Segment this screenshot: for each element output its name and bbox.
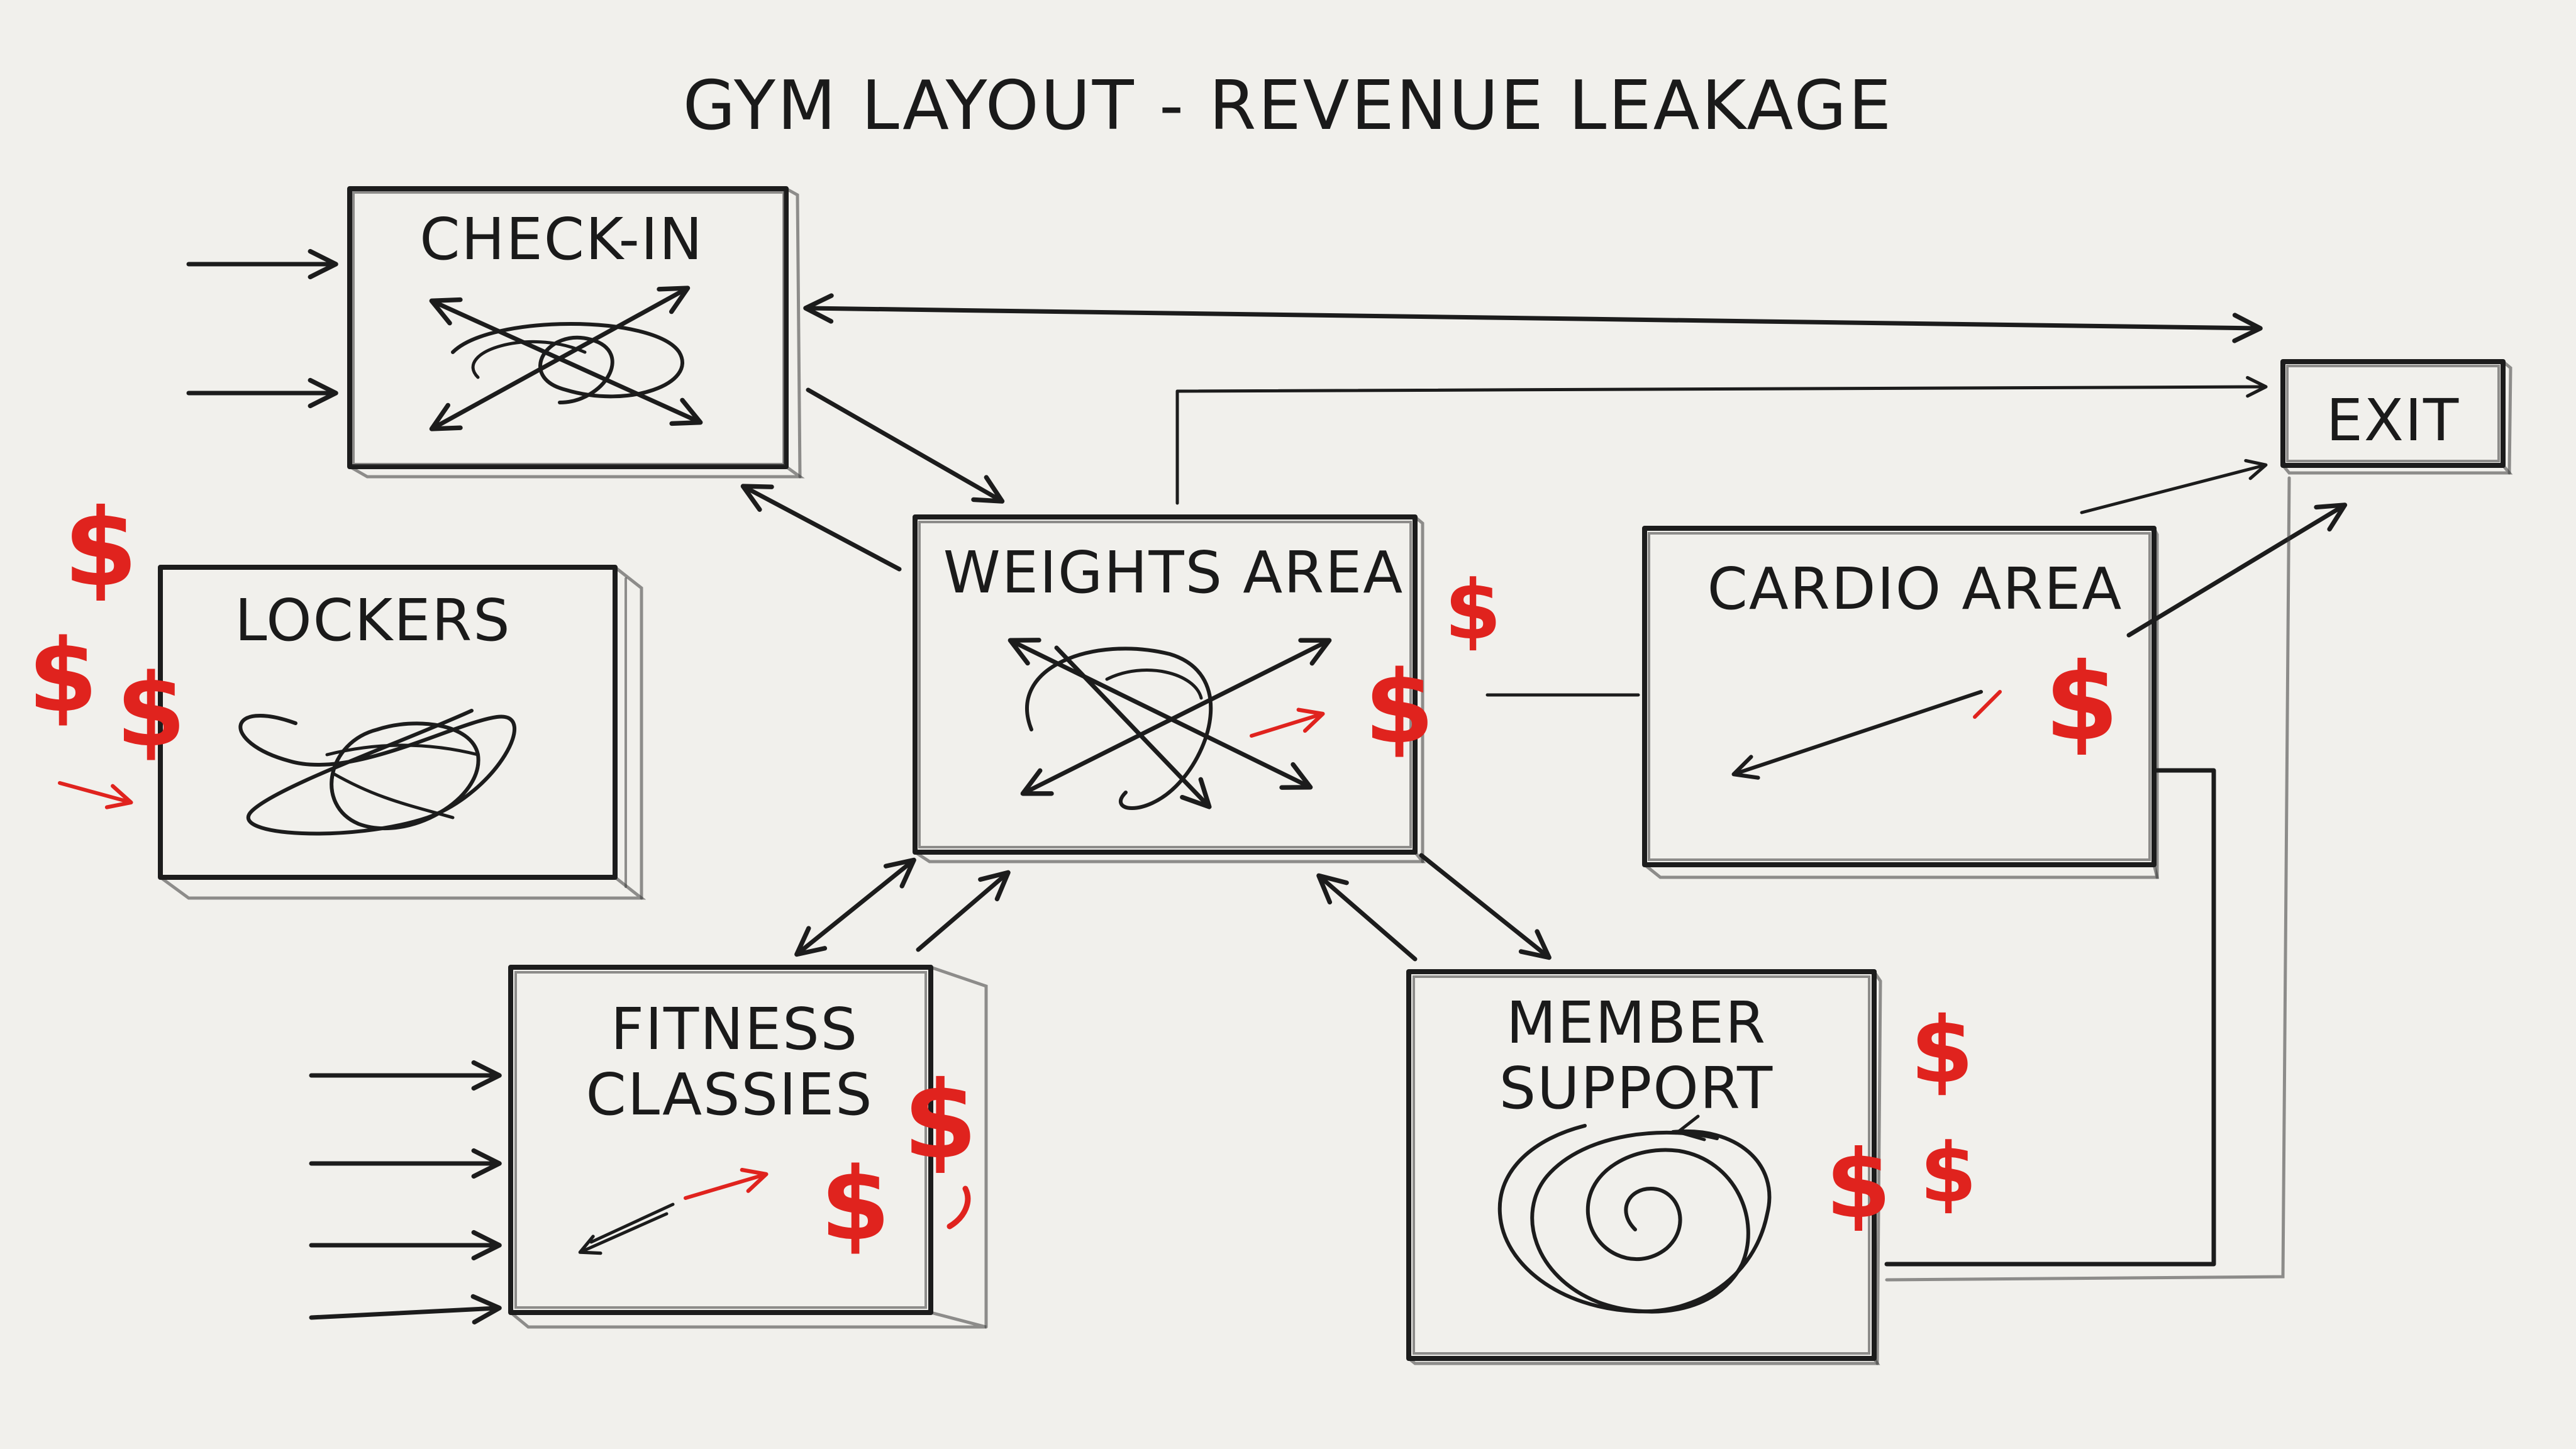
member-support-spiral-scribble	[1497, 1114, 1772, 1314]
check-in-to-weights-arrow	[806, 387, 1005, 504]
weights-area-box: WEIGHTS AREA	[913, 514, 1426, 863]
cardio-area-box: CARDIO AREA	[1642, 526, 2160, 879]
leak-dollar: $	[1364, 648, 1434, 766]
lockers-label: LOCKERS	[235, 587, 511, 654]
leak-dollar: $	[28, 617, 97, 735]
flow-arrows	[58, 248, 2348, 1324]
leak-dollar: $	[1911, 997, 1974, 1104]
leak-dollar: $	[820, 1145, 890, 1263]
weights-to-support-arrow	[1419, 853, 1552, 960]
member-support-box: MEMBER SUPPORT	[1406, 969, 1882, 1365]
weights-to-exit-line	[1175, 375, 2268, 505]
exit-box: EXIT	[2280, 359, 2513, 475]
cardio-area-label: CARDIO AREA	[1707, 555, 2123, 623]
fitness-classes-label-line1: FITNESS	[611, 996, 858, 1063]
leak-dollar: $	[1920, 1125, 1977, 1221]
fitness-classes-box: FITNESS CLASSIES	[508, 965, 988, 1329]
weights-area-label: WEIGHTS AREA	[943, 539, 1404, 606]
member-support-label-line2: SUPPORT	[1499, 1055, 1774, 1122]
fitness-flow-scribble	[578, 1168, 769, 1255]
check-in-exit-arrow	[803, 293, 2263, 343]
support-weights-arrow	[1316, 873, 1418, 962]
member-support-label-line1: MEMBER	[1506, 989, 1767, 1057]
lockers-congestion-scribble	[238, 709, 516, 836]
cardio-flow-scribble	[1731, 690, 2002, 780]
lockers-box: LOCKERS	[158, 565, 647, 900]
fitness-classes-label-line2: CLASSIES	[586, 1061, 874, 1128]
cardio-to-exit-arrow	[2126, 502, 2348, 638]
check-in-label: CHECK-IN	[419, 206, 704, 273]
check-in-box: CHECK-IN	[347, 186, 805, 479]
lockers-leak-arrow	[58, 781, 133, 809]
leak-dollar: $	[903, 1058, 977, 1183]
diagram-title: GYM LAYOUT - REVENUE LEAKAGE	[683, 67, 1894, 145]
leak-dollar: $	[1445, 562, 1501, 658]
leak-dollar: $	[2045, 640, 2119, 765]
fitness-entry-arrow	[309, 1294, 502, 1324]
leak-dollar: $	[1826, 1130, 1891, 1240]
weights-congestion-scribble	[1008, 638, 1332, 810]
fitness-to-weights-arrow	[916, 870, 1011, 952]
weights-to-check-in-arrow	[740, 484, 902, 572]
check-in-congestion-scribble	[429, 286, 703, 431]
weights-fitness-arrow	[794, 857, 916, 957]
leak-dollar: $	[64, 486, 138, 611]
revenue-leak-marks: $ $ $ $ $ $ $ $ $ $ $	[28, 486, 2119, 1263]
exit-support-faint-line	[1885, 476, 2291, 1282]
cardio-support-loop-line	[1884, 768, 2216, 1267]
cardio-to-exit-arrow-2	[2080, 458, 2268, 514]
leak-dollar: $	[116, 652, 186, 769]
leak-comma-mark	[947, 1185, 971, 1230]
exit-label: EXIT	[2326, 387, 2460, 454]
